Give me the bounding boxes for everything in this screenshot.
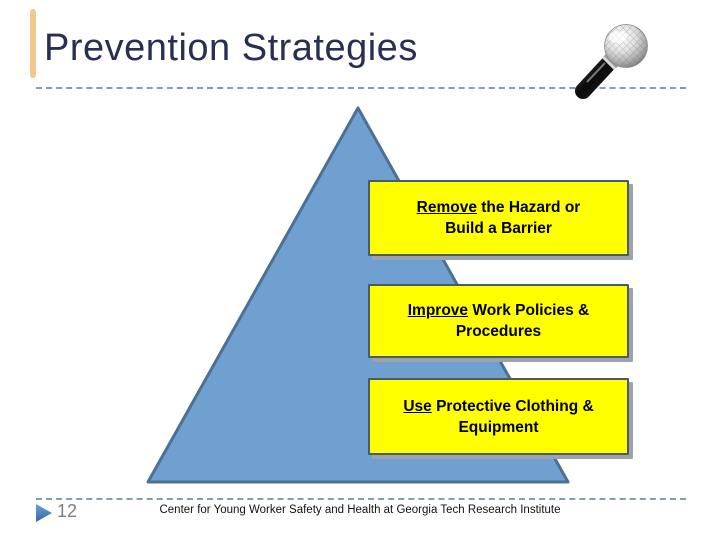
callout-line1: Improve Work Policies &	[408, 300, 589, 321]
title-divider-dashed-line	[36, 87, 686, 89]
callout-box-use-protective: Use Protective Clothing & Equipment	[368, 378, 629, 455]
callout-box-improve-policies: Improve Work Policies & Procedures	[368, 284, 629, 358]
callout-line1: Remove the Hazard or	[417, 197, 581, 218]
footer-text: Center for Young Worker Safety and Healt…	[159, 504, 561, 516]
underlined-keyword: Use	[403, 397, 432, 415]
accent-bar	[30, 9, 36, 78]
callout-line1-rest: Protective Clothing &	[431, 397, 594, 415]
underlined-keyword: Remove	[416, 199, 477, 216]
callout-line2: Procedures	[455, 323, 542, 340]
callout-line2: Equipment	[458, 418, 539, 436]
microphone-icon	[575, 24, 648, 99]
blue-right-arrow-icon	[36, 504, 52, 522]
footer-divider-dashed-line	[36, 498, 686, 500]
underlined-keyword: Improve	[407, 302, 469, 319]
slide-title: Prevention Strategies	[44, 27, 418, 69]
page-number: 12	[57, 501, 78, 521]
callout-line2: Build a Barrier	[445, 220, 552, 237]
callout-line1-rest: the Hazard or	[476, 199, 581, 216]
callout-line1: Use Protective Clothing &	[403, 396, 593, 417]
callout-line1-rest: Work Policies &	[468, 302, 590, 319]
callout-box-remove-hazard: Remove the Hazard or Build a Barrier	[368, 180, 629, 256]
